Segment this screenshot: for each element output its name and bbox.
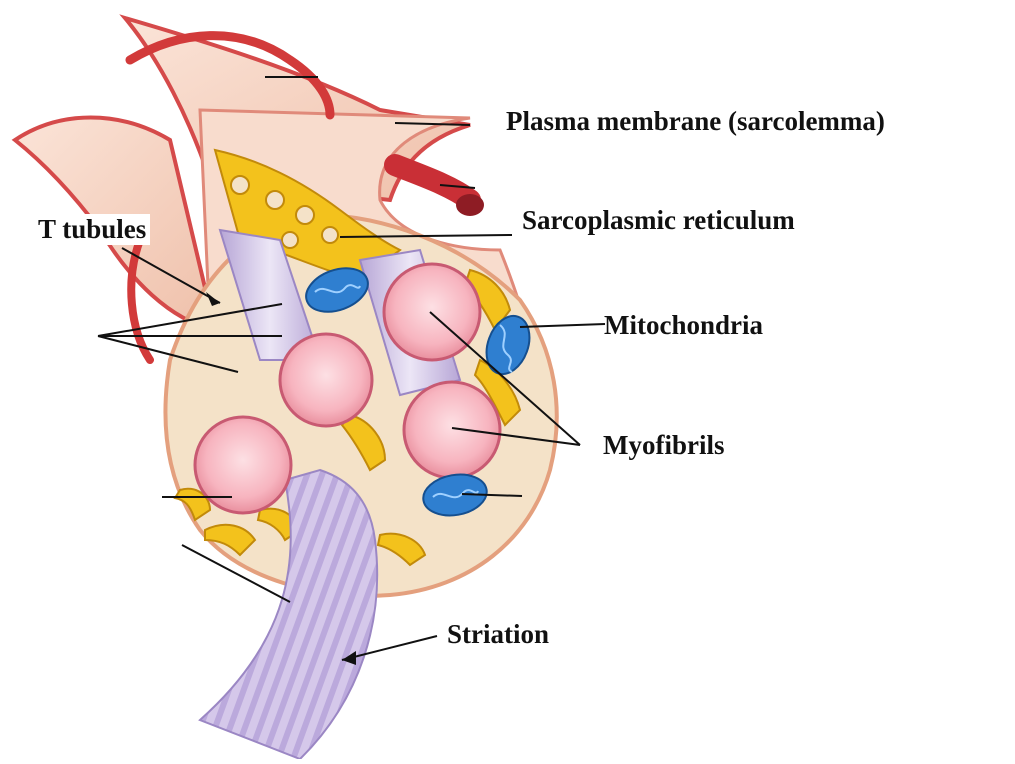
blood-vessel-opening (456, 194, 484, 216)
label-striation: Striation (447, 621, 549, 648)
label-mitochondria: Mitochondria (604, 312, 763, 339)
label-myofibrils: Myofibrils (603, 432, 725, 459)
label-t-tubules: T tubules (34, 214, 150, 245)
label-plasma-membrane: Plasma membrane (sarcolemma) (506, 108, 885, 135)
myofibril-cross-section-1 (384, 264, 480, 360)
myofibril-cross-section-3 (404, 382, 500, 478)
label-sarcoplasmic-reticulum: Sarcoplasmic reticulum (522, 207, 795, 234)
myofibril-cross-section-4 (195, 417, 291, 513)
blood-vessel-right (395, 165, 470, 200)
myofibril-cross-section-2 (280, 334, 372, 426)
